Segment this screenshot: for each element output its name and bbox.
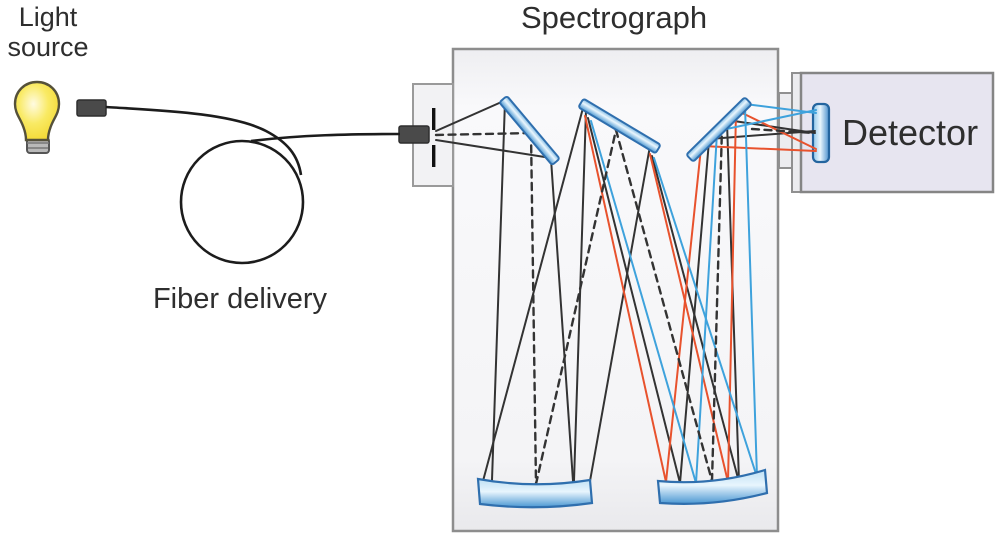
fold-mirror-1 bbox=[499, 95, 560, 166]
beam-blue-rays bbox=[590, 103, 817, 484]
focusing-mirror bbox=[656, 468, 769, 505]
fiber-connector-slit bbox=[398, 125, 430, 144]
detector-label: Detector bbox=[842, 112, 979, 153]
light-bulb-icon bbox=[13, 80, 61, 154]
fiber-delivery-label: Fiber delivery bbox=[152, 283, 328, 315]
beam-red-rays bbox=[584, 109, 817, 483]
diffraction-grating bbox=[578, 98, 661, 154]
light-source-label-line1: Light bbox=[18, 2, 78, 32]
spectrograph-label: Spectrograph bbox=[520, 0, 708, 35]
collimating-mirror bbox=[476, 477, 594, 509]
fiber-cable bbox=[105, 105, 401, 265]
fiber-loop bbox=[179, 139, 305, 265]
light-source-label-line2: source bbox=[7, 32, 89, 63]
chief-ray-dashed bbox=[434, 126, 816, 486]
entrance-slit bbox=[432, 108, 436, 167]
fiber-connector-source bbox=[76, 99, 107, 117]
light-source-label: Light source bbox=[0, 2, 104, 62]
fold-mirror-2 bbox=[686, 97, 752, 162]
